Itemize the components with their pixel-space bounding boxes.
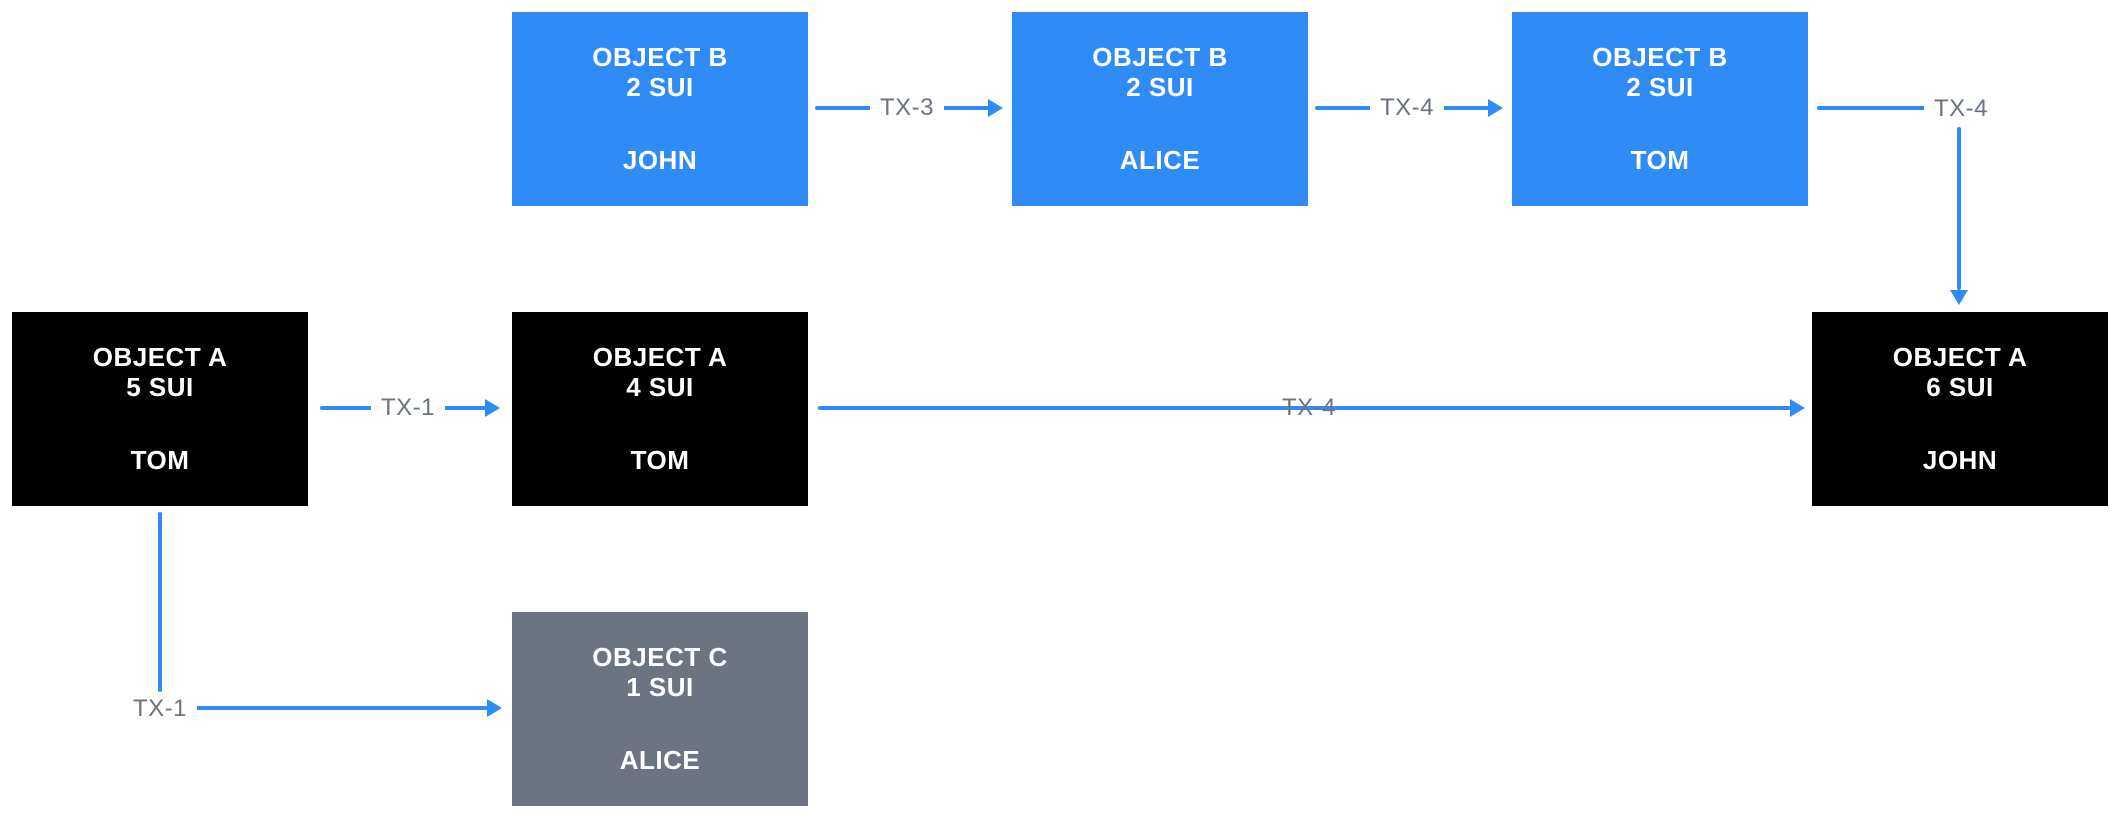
node-amount: 2 SUI [626, 72, 694, 102]
edge-label-tx-4-long: TX-4 [1281, 394, 1337, 421]
node-object-b-john: OBJECT B 2 SUI JOHN [512, 12, 808, 206]
arrow-tx-1-elbow-vline [158, 512, 162, 692]
arrow-tx-4-elbow-hline [1817, 106, 1927, 110]
arrow-tx-4-long-head-icon [1790, 399, 1805, 417]
node-owner: TOM [1630, 145, 1690, 175]
arrow-tx-4-elbow-vline [1957, 127, 1961, 290]
node-amount: 5 SUI [126, 372, 194, 402]
node-owner: JOHN [622, 145, 698, 175]
node-owner: ALICE [1119, 145, 1201, 175]
node-owner: JOHN [1922, 445, 1998, 475]
node-owner: TOM [130, 445, 190, 475]
arrow-tx-1-elbow-hline [150, 706, 488, 710]
node-title: OBJECT A [92, 342, 228, 372]
node-title: OBJECT B [1092, 42, 1228, 72]
edge-label-tx-4-elbow: TX-4 [1923, 94, 1999, 124]
node-title: OBJECT B [592, 42, 728, 72]
edge-label-tx-1: TX-1 [370, 393, 446, 423]
node-object-c-alice: OBJECT C 1 SUI ALICE [512, 612, 808, 806]
arrow-tx-1-head-icon [485, 399, 500, 417]
node-object-b-alice: OBJECT B 2 SUI ALICE [1012, 12, 1308, 206]
node-object-a-tom-5sui: OBJECT A 5 SUI TOM [12, 312, 308, 506]
node-title: OBJECT A [1892, 342, 2028, 372]
node-object-b-tom: OBJECT B 2 SUI TOM [1512, 12, 1808, 206]
node-object-a-tom-4sui: OBJECT A 4 SUI TOM [512, 312, 808, 506]
edge-label-tx-3: TX-4 [1369, 93, 1445, 123]
arrow-tx-4-elbow-head-icon [1950, 290, 1968, 305]
node-title: OBJECT A [592, 342, 728, 372]
node-object-a-john-6sui: OBJECT A 6 SUI JOHN [1812, 312, 2108, 506]
arrow-tx-4-long-line [818, 406, 1791, 410]
arrow-tx-2-head-icon [988, 99, 1003, 117]
node-amount: 6 SUI [1926, 372, 1994, 402]
node-amount: 2 SUI [1126, 72, 1194, 102]
arrow-tx-3-head-icon [1488, 99, 1503, 117]
node-title: OBJECT C [592, 642, 728, 672]
edge-label-tx-1-elbow: TX-1 [122, 694, 198, 724]
edge-label-tx-2: TX-3 [869, 93, 945, 123]
node-amount: 4 SUI [626, 372, 694, 402]
node-title: OBJECT B [1592, 42, 1728, 72]
node-amount: 2 SUI [1626, 72, 1694, 102]
arrow-tx-1-elbow-head-icon [487, 699, 502, 717]
node-owner: TOM [630, 445, 690, 475]
node-amount: 1 SUI [626, 672, 694, 702]
node-owner: ALICE [619, 745, 701, 775]
